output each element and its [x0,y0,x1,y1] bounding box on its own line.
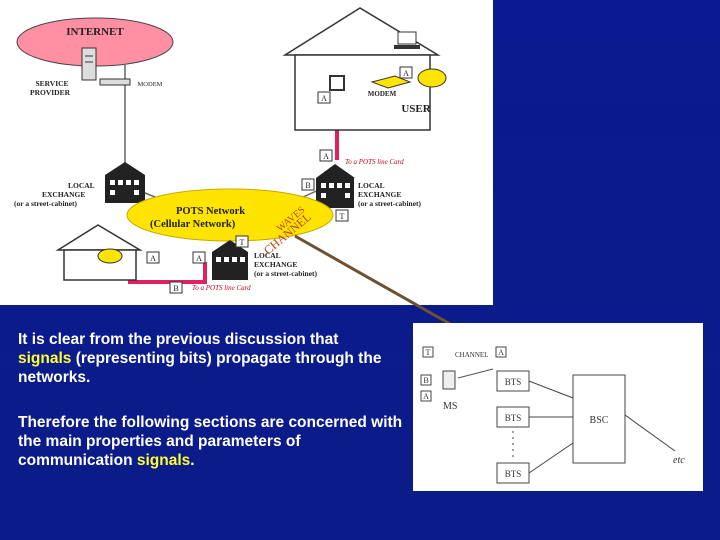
svg-text:B: B [305,181,310,190]
bsc-link-out [624,414,676,452]
paragraph-1: It is clear from the previous discussion… [18,330,408,387]
mobile-station-icon [442,370,456,390]
local-exchange-left-label: LOCAL EXCHANGE (or a street-cabinet) [14,181,96,208]
paragraph-1-text: It is clear from the previous discussion… [18,331,339,348]
wall-socket-icon [329,75,345,91]
paragraph-2-text: Therefore the following sections are con… [18,414,403,469]
box-a [399,66,413,79]
local-exchange-bottom-label: LOCAL EXCHANGE (or a street-cabinet) [254,251,318,278]
cellular-diagram: T B A MS CHANNEL A BTS BTS BTS BSC etc [420,346,685,484]
local-exchange-right-label: LOCAL EXCHANGE (or a street-cabinet) [358,181,422,208]
telephone-icon [97,248,123,264]
local-exchange-left [105,162,145,203]
radio-link [457,368,494,379]
cellular-diagram-figure: T B A MS CHANNEL A BTS BTS BTS BSC etc [413,323,703,491]
user-modem-icon [370,75,412,89]
pots-card-label-bottom: To a POTS line Card [192,284,251,292]
box-t [422,346,434,358]
computer-icon [397,31,417,45]
modem-label-left: MODEM [138,81,163,88]
svg-text:A: A [196,254,202,263]
svg-text:T: T [240,238,245,247]
keyboard-icon [394,45,420,49]
svg-text:T: T [340,212,345,221]
pots-card-label-top: To a POTS line Card [345,158,404,166]
box-b [420,374,432,386]
pots-network-label: POTS Network (Cellular Network) [150,206,248,230]
bts-bsc-link [528,380,574,399]
box-a [192,251,206,264]
telephone-icon [417,68,447,88]
svg-text:BTS: BTS [505,413,522,423]
svg-text:A: A [150,254,156,263]
channel-label: CHANNEL [455,351,488,359]
svg-text:A: A [423,392,429,401]
etc-label: etc [673,455,685,466]
box-b [301,178,315,191]
local-exchange-bottom [212,240,248,280]
bsc-label: BSC [590,415,609,426]
internet-label: INTERNET [66,26,124,38]
svg-text:A: A [498,348,504,357]
svg-text:B: B [423,376,428,385]
box-b [169,281,183,294]
modem-icon [99,78,131,86]
paragraph-2: Therefore the following sections are con… [18,413,408,470]
box-a [420,390,432,402]
svg-text:A: A [403,69,409,78]
highlight-signals: signals [18,350,72,367]
modem-label-user: MODEM [368,90,397,98]
body-text: It is clear from the previous discussion… [18,330,408,496]
box-t [235,235,249,248]
highlight-signals: signals [136,452,191,469]
bsc-box [572,374,626,464]
svg-text:B: B [173,284,178,293]
svg-text:T: T [426,348,431,357]
user-label: USER [401,103,431,115]
svg-text:BTS: BTS [505,377,522,387]
ms-label: MS [443,401,457,412]
bts-bsc-link [528,442,574,474]
paragraph-1-text-2: (representing bits) propagate through th… [18,350,382,386]
box-a [317,91,331,104]
box-a [146,251,160,264]
box-a [495,346,507,358]
paragraph-2-period: . [190,452,195,469]
box-a [319,149,333,162]
svg-text:A: A [323,152,329,161]
svg-text:BTS: BTS [505,469,522,479]
box-t [335,209,349,222]
svg-text:A: A [321,94,327,103]
